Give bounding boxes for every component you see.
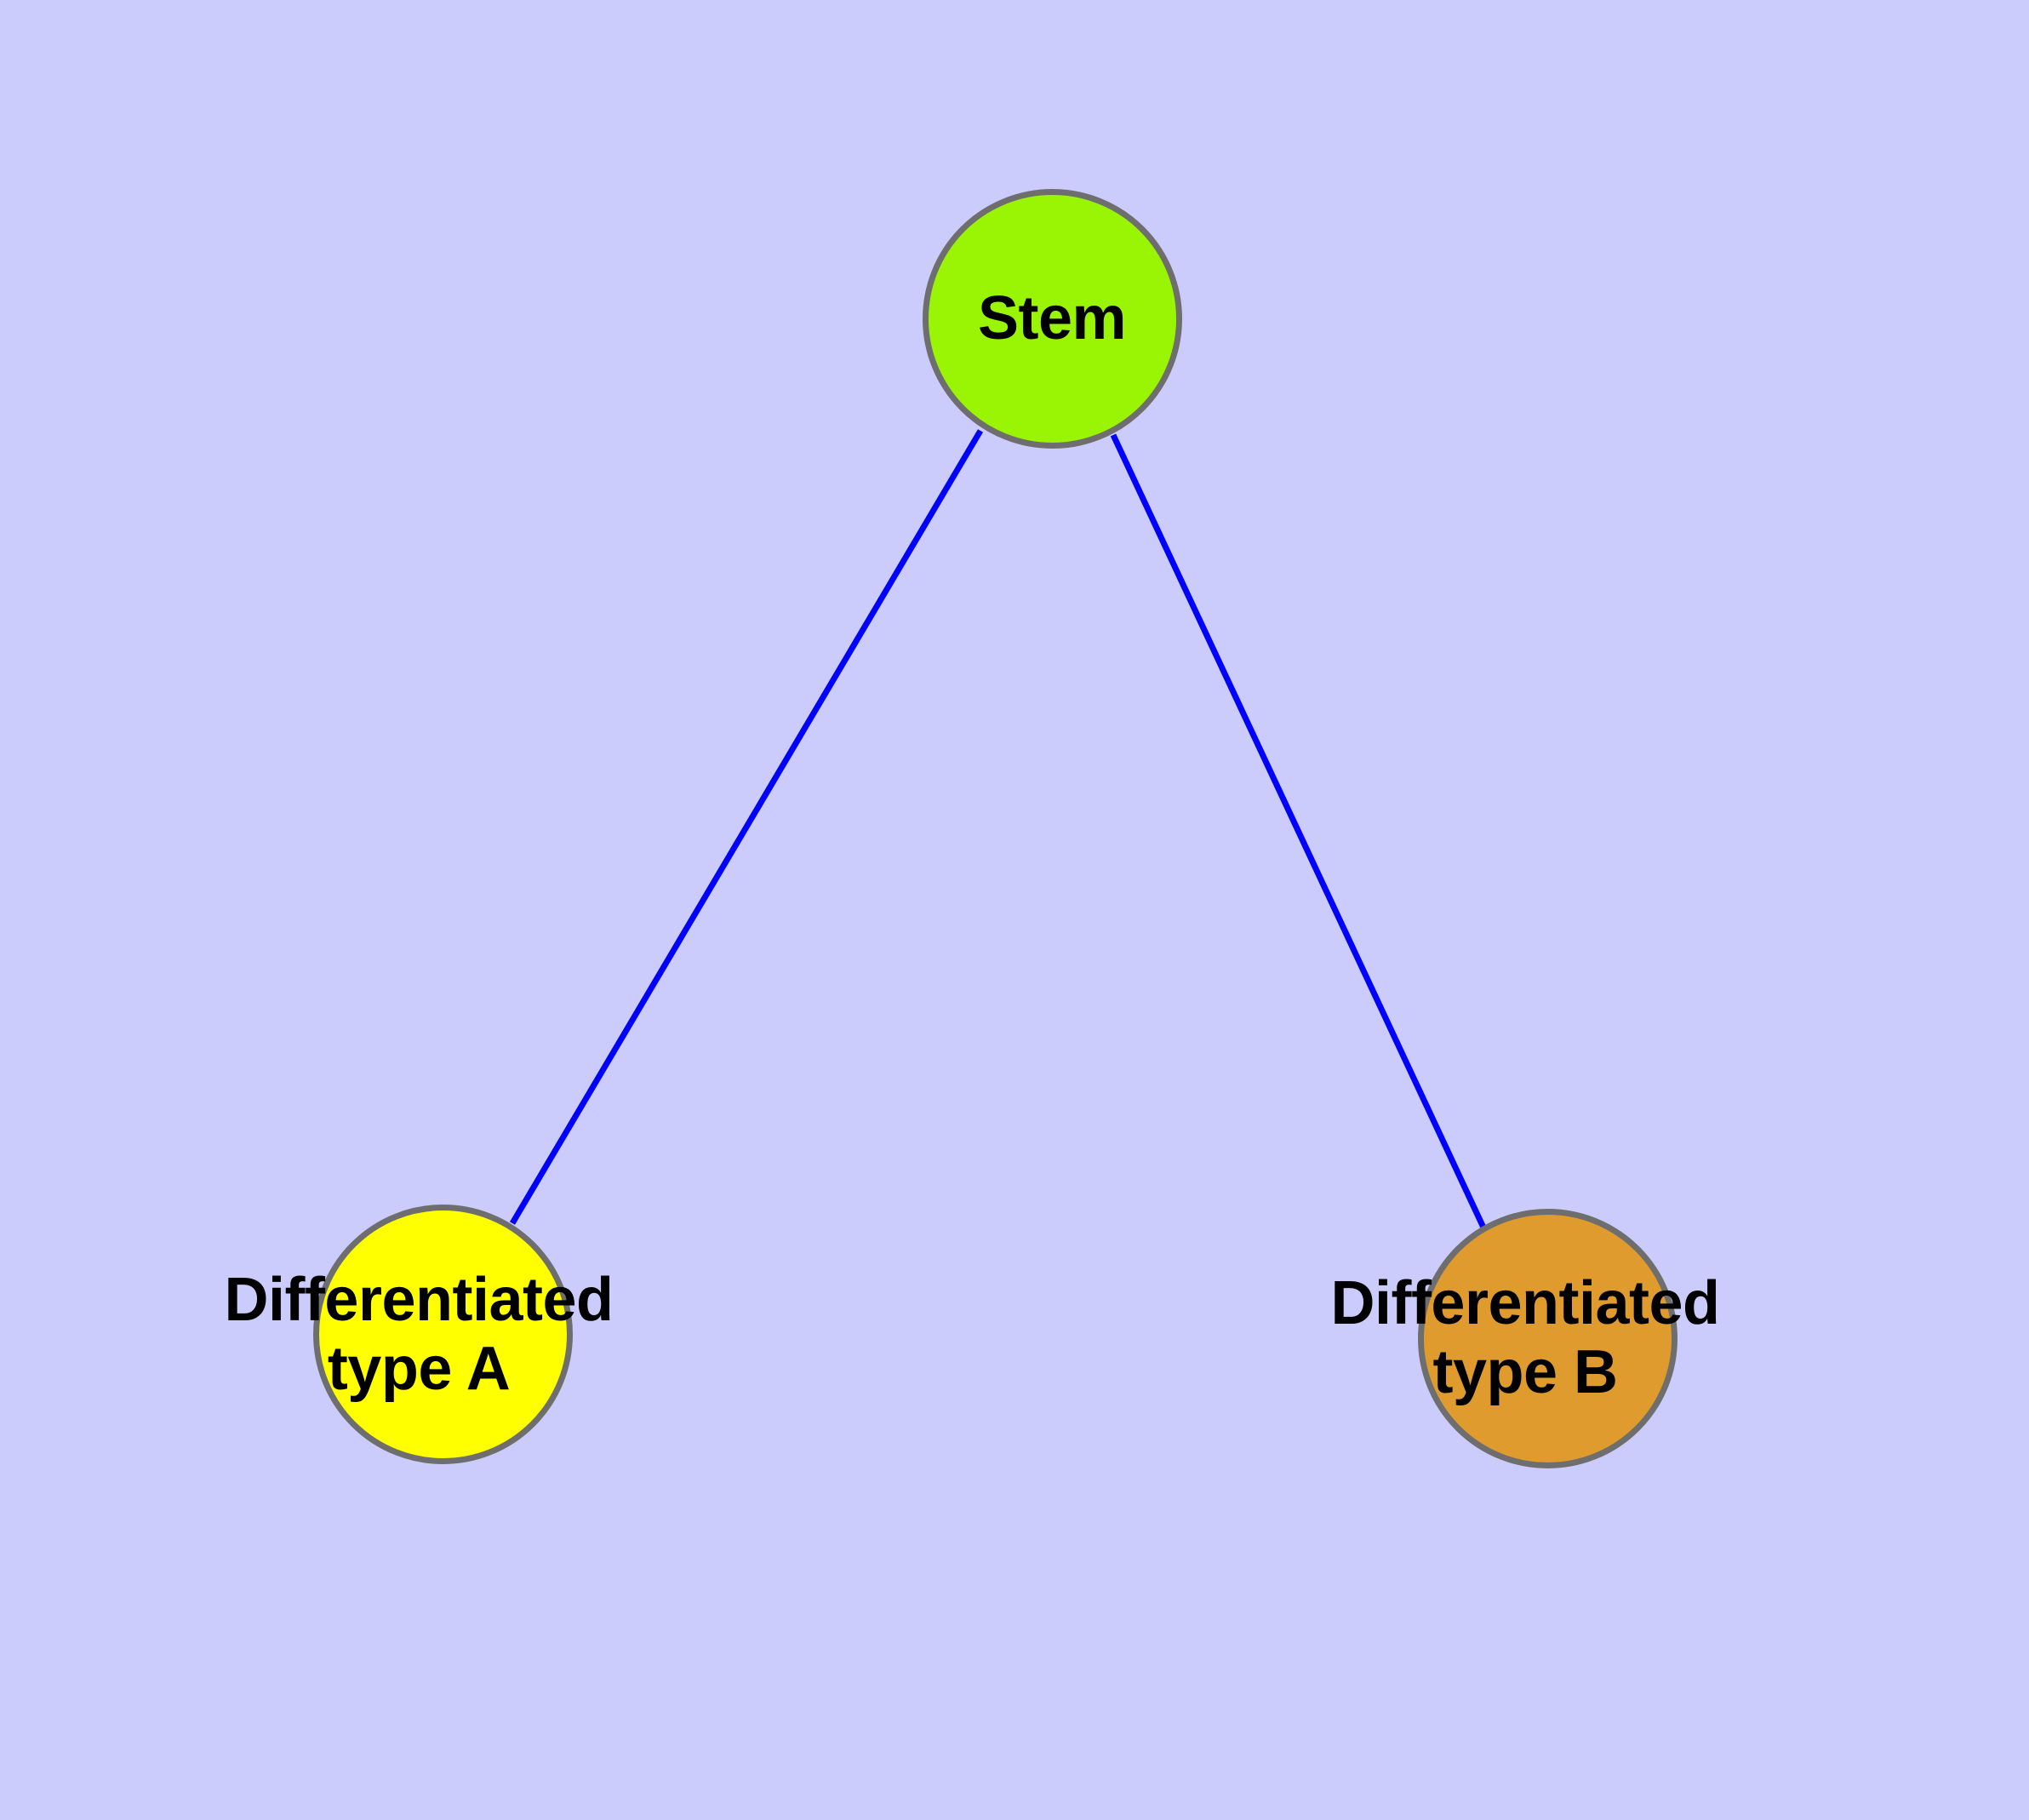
edge-stem-to-diff-b <box>1110 433 1487 1229</box>
node-differentiated-type-a[interactable] <box>312 1204 573 1464</box>
edge-stem-to-diff-a <box>509 429 984 1225</box>
node-stem[interactable] <box>922 188 1182 449</box>
node-differentiated-type-b[interactable] <box>1417 1208 1677 1468</box>
